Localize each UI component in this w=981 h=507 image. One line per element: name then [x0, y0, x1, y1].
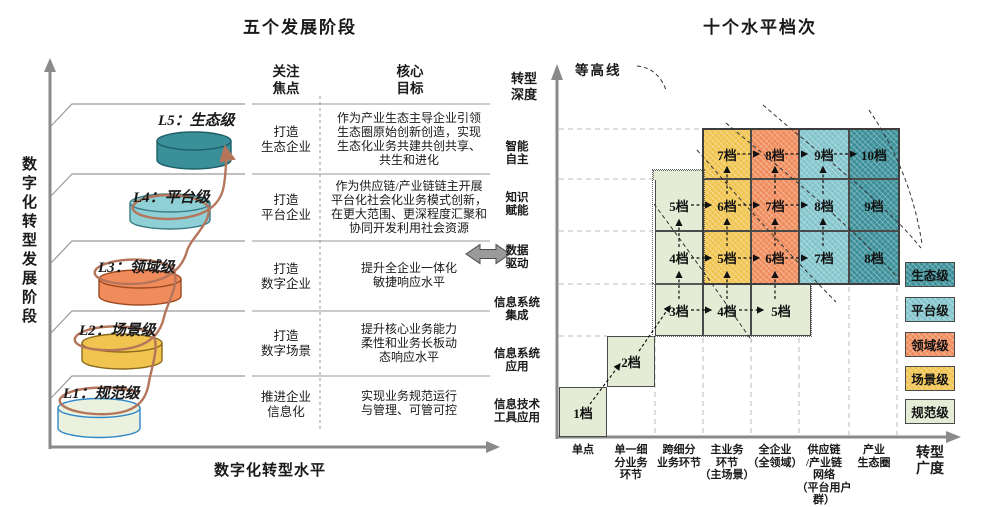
focus-l1: 推进企业 信息化 — [260, 390, 311, 419]
breadth-col-label: 供应链 /产业链 网络 （平台用户群） — [796, 444, 852, 506]
level-shelves — [50, 103, 245, 399]
focus-column-header: 关注 焦点 — [272, 64, 300, 96]
legend-item-plat: 平台级 — [905, 297, 955, 322]
depth-row-label: 信息技术 工具应用 — [494, 399, 540, 424]
level-label-l2: L2：场景级 — [79, 323, 156, 339]
depth-row-label: 知识 赋能 — [505, 192, 529, 217]
contour-pointer — [636, 65, 667, 91]
block-4-5-outline — [652, 169, 705, 285]
grid-cell: 1档 — [559, 387, 607, 437]
left-title: 五个发展阶段 — [243, 18, 357, 37]
depth-row-label: 信息系统 集成 — [494, 297, 540, 322]
breadth-col-label: 全企业 （全领域） — [747, 444, 803, 469]
focus-l3: 打造 数字企业 — [260, 262, 311, 291]
level-label-l1: L1：规范级 — [63, 386, 140, 402]
goal-l1: 实现业务规范运行 与管理、可管可控 — [360, 389, 457, 417]
left-y-axis-label: 数字化转型发展阶段 — [20, 156, 36, 327]
focus-l4: 打造 平台企业 — [260, 193, 311, 222]
legend-item-domain: 领域级 — [905, 332, 955, 357]
legend-item-eco: 生态级 — [905, 262, 955, 287]
goal-l2: 提升核心业务能力 柔性和业务长板动 态响应水平 — [360, 322, 457, 364]
depth-row-label: 数据 驱动 — [505, 245, 529, 270]
legend-item-standard: 规范级 — [905, 399, 955, 424]
cylinder-l1 — [57, 397, 141, 439]
cylinder-l5 — [156, 131, 232, 170]
left-x-axis-label: 数字化转型水平 — [213, 463, 326, 479]
goal-l5: 作为产业生态主导企业引领 生态圈原始创新创造，实现 生态化业务共建共创共享、 共… — [336, 111, 481, 167]
breadth-col-label: 主业务 环节 （主场景） — [699, 444, 755, 481]
depth-row-label: 信息系统 应用 — [494, 348, 540, 373]
goal-column-header: 核心 目标 — [396, 64, 424, 96]
level-label-l4: L4：平台级 — [133, 190, 210, 206]
breadth-col-label: 单点 — [572, 444, 594, 456]
goal-l3: 提升全企业一体化 敏捷响应水平 — [360, 261, 457, 289]
goal-l4: 作为供应链/产业链链主开展 平台化社会化业务模式创新， 在更大范围、更深程度汇聚… — [330, 179, 487, 235]
level-label-l5: L5：生态级 — [158, 113, 235, 129]
right-title: 十个水平档次 — [703, 18, 817, 37]
legend-item-scene: 场景级 — [905, 366, 955, 391]
colored-block-frame — [702, 128, 900, 285]
focus-l2: 打造 数字场景 — [260, 329, 311, 358]
breadth-col-label: 产业 生态圈 — [857, 444, 891, 469]
focus-l5: 打造 生态企业 — [260, 125, 311, 154]
level-label-l3: L3：领域级 — [98, 260, 175, 276]
depth-row-label: 智能 自主 — [505, 141, 529, 166]
right-y-axis-label: 转型 深度 — [510, 71, 537, 102]
right-x-axis-label: 转型 广度 — [916, 446, 944, 477]
breadth-col-label: 跨细分 业务环节 — [657, 444, 701, 469]
breadth-col-label: 单一细 分业务 环节 — [614, 444, 648, 481]
grid-cell: 2档 — [607, 336, 655, 387]
contour-label: 等高线 — [575, 63, 622, 78]
block-3-4-5-outline — [652, 283, 812, 337]
